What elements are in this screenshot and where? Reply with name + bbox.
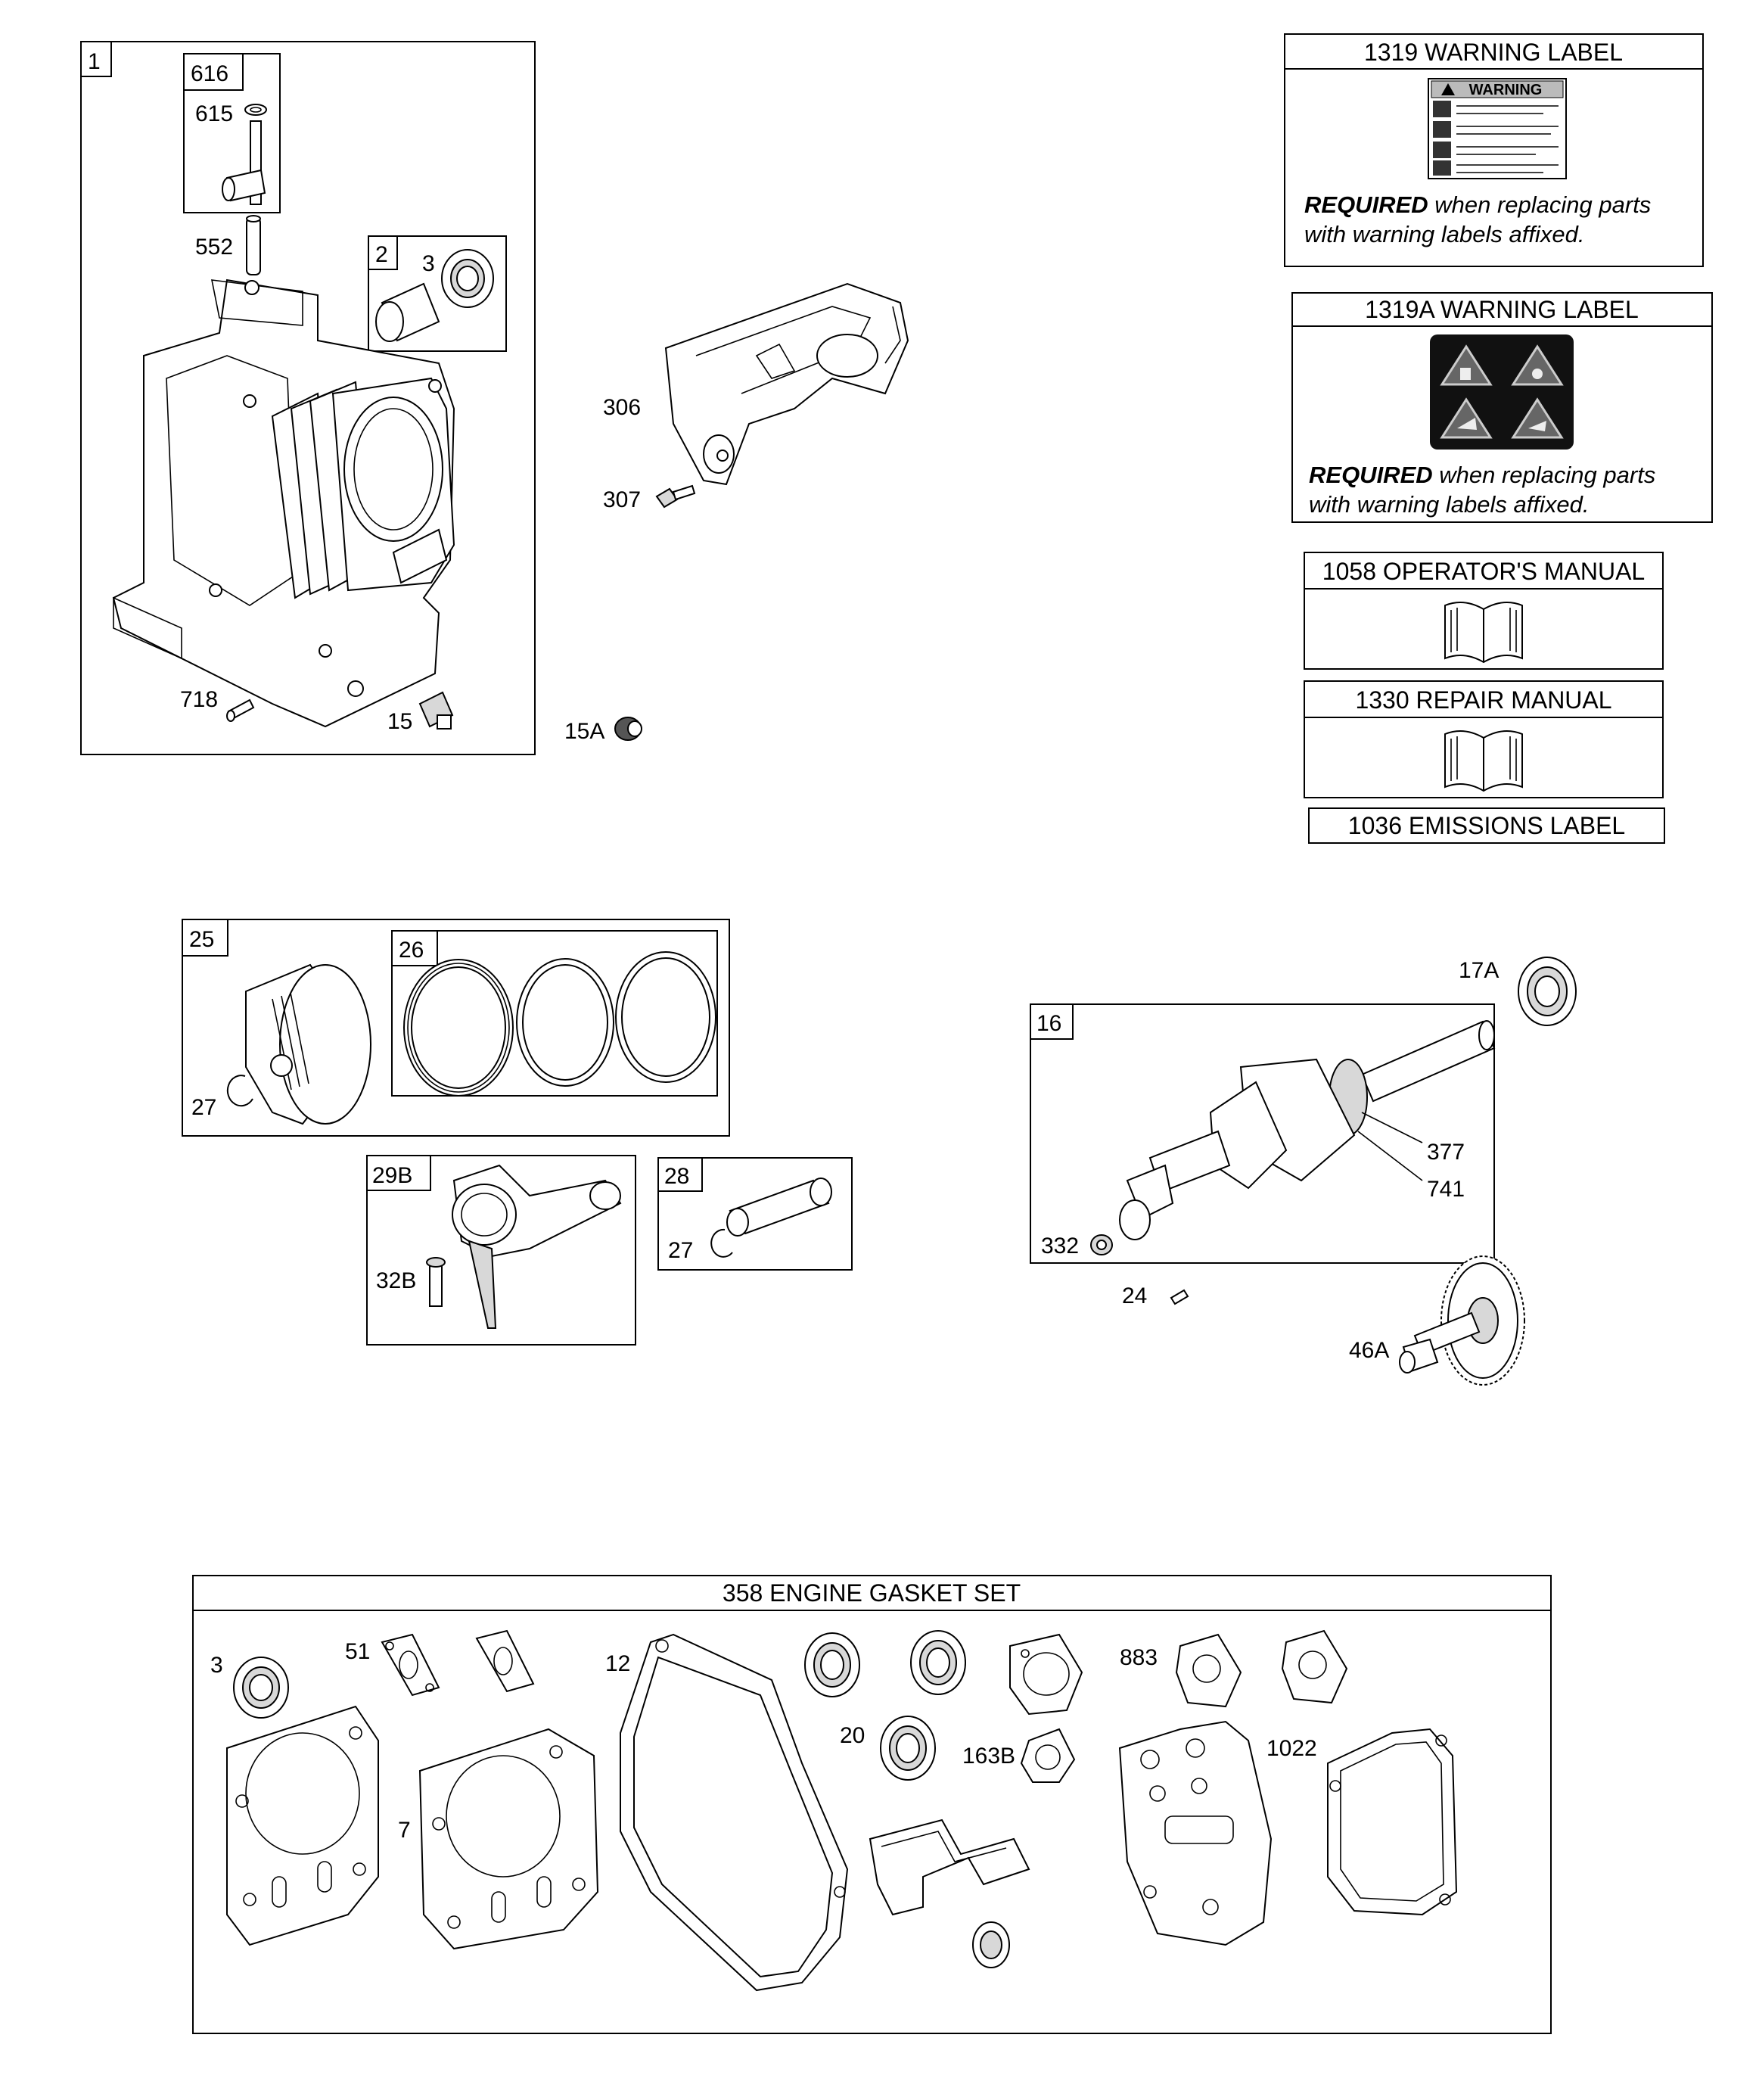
gasket-label-1022: 1022 <box>1266 1736 1317 1761</box>
valve-cover-gasket-part <box>1118 1720 1273 1946</box>
gasket-label-883: 883 <box>1120 1645 1158 1670</box>
label-332: 332 <box>1041 1234 1079 1258</box>
box-number-25: 25 <box>189 927 214 952</box>
box-28-piston-pin: 28 27 <box>657 1157 853 1271</box>
breather-tube-part <box>222 120 266 205</box>
label-307: 307 <box>603 487 641 512</box>
panel-1319a-title: 1319A WARNING LABEL <box>1365 296 1639 323</box>
connecting-rod-part <box>452 1164 622 1329</box>
gasket-label-20: 20 <box>840 1723 865 1748</box>
panel-1036-title: 1036 EMISSIONS LABEL <box>1348 812 1625 839</box>
label-15: 15 <box>387 709 412 734</box>
box-25-piston: 25 27 26 <box>182 919 730 1137</box>
panel-1330-title: 1330 REPAIR MANUAL <box>1355 686 1611 714</box>
leader-741 <box>1357 1131 1423 1181</box>
gasket-label-51: 51 <box>345 1639 370 1664</box>
book-icon <box>1444 730 1523 792</box>
oil-seal-part <box>804 1630 966 1697</box>
panel-1319-required-line2: with warning labels affixed. <box>1304 221 1584 247</box>
piston-rings-part <box>403 951 716 1097</box>
label-306: 306 <box>603 395 641 420</box>
gasket-set-358: 358 ENGINE GASKET SET 3 51 <box>192 1575 1552 2034</box>
warning-decal-image: WARNING <box>1428 78 1567 179</box>
panel-1058-title: 1058 OPERATOR'S MANUAL <box>1322 558 1645 585</box>
box-number-1: 1 <box>88 49 101 74</box>
cylinder-block-part <box>112 278 455 728</box>
box-1-engine-block: 1 616 615 552 2 3 <box>80 41 536 755</box>
panel-1319-title: 1319 WARNING LABEL <box>1364 39 1623 66</box>
label-718: 718 <box>180 687 218 712</box>
label-741: 741 <box>1427 1177 1465 1202</box>
drain-plug-15-part <box>418 691 454 730</box>
panel-1319a-required-line2: with warning labels affixed. <box>1309 491 1589 518</box>
small-seal-part <box>972 1921 1010 1968</box>
box-29b-connecting-rod: 29B 32B <box>366 1155 636 1346</box>
bushing-part <box>375 282 440 342</box>
oil-seal-20-part <box>880 1716 936 1781</box>
label-3-oil-seal: 3 <box>422 251 435 276</box>
label-32b: 32B <box>376 1268 416 1293</box>
retaining-clip-part <box>226 1075 253 1107</box>
label-46a: 46A <box>1349 1338 1389 1363</box>
label-615: 615 <box>195 101 233 126</box>
panel-1319-required-line1: REQUIRED when replacing parts <box>1304 191 1651 218</box>
camshaft-46a-part <box>1399 1255 1525 1386</box>
exhaust-gasket-883-part <box>1175 1629 1348 1708</box>
piston-part <box>245 963 371 1125</box>
screw-307-part <box>655 484 696 509</box>
gasket-label-12: 12 <box>605 1651 630 1676</box>
panel-1319a-warning-label: 1319A WARNING LABEL REQUIRED when replac… <box>1291 292 1713 523</box>
tube-gasket-part <box>869 1818 1030 1916</box>
box-16-crankshaft: 16 377 741 332 <box>1030 1003 1496 1264</box>
gasket-set-title: 358 ENGINE GASKET SET <box>723 1579 1021 1607</box>
head-gasket-7-part <box>418 1728 599 1950</box>
gasket-1022-part <box>1327 1728 1458 1916</box>
label-27-upper: 27 <box>191 1095 216 1120</box>
leader-377 <box>1361 1112 1423 1143</box>
panel-1319-warning-label: 1319 WARNING LABEL WARNING REQUIRED when… <box>1284 33 1704 267</box>
crankshaft-part <box>1119 1020 1496 1240</box>
box-number-29b: 29B <box>372 1163 412 1188</box>
box-number-28: 28 <box>664 1164 689 1189</box>
retaining-clip-part <box>710 1228 733 1258</box>
intake-gasket-51-part <box>381 1629 535 1697</box>
label-27-lower: 27 <box>668 1238 693 1263</box>
label-24: 24 <box>1122 1283 1147 1308</box>
panel-1036-emissions-label: 1036 EMISSIONS LABEL <box>1308 807 1665 844</box>
panel-1058-operators-manual: 1058 OPERATOR'S MANUAL <box>1304 552 1664 670</box>
book-icon <box>1444 602 1523 664</box>
panel-1330-repair-manual: 1330 REPAIR MANUAL <box>1304 680 1664 798</box>
gasket-label-163b: 163B <box>962 1744 1015 1769</box>
breather-gasket-part <box>1009 1633 1083 1716</box>
valve-seal-part <box>244 104 267 116</box>
gasket-163b-part <box>1020 1728 1076 1783</box>
box-number-16: 16 <box>1036 1011 1061 1036</box>
oil-seal-part <box>233 1657 289 1719</box>
rod-bolt-32b-part <box>426 1257 446 1307</box>
cylinder-shield-306-part <box>664 282 909 486</box>
gasket-label-3: 3 <box>210 1653 223 1678</box>
label-15a: 15A <box>564 719 604 744</box>
nut-332-part <box>1090 1234 1113 1255</box>
head-gasket-part <box>226 1705 379 1946</box>
dowel-pin-718-part <box>226 698 255 722</box>
oil-seal-part <box>441 249 494 308</box>
label-17a: 17A <box>1459 958 1499 983</box>
warning-decal-badge: WARNING <box>1469 82 1543 98</box>
box-number-26: 26 <box>399 938 424 963</box>
bearing-17a-part <box>1518 957 1577 1026</box>
piston-pin-part <box>726 1178 832 1237</box>
panel-1319a-required-line1: REQUIRED when replacing parts <box>1309 462 1655 488</box>
label-552: 552 <box>195 235 233 260</box>
plug-15a-part <box>614 717 642 741</box>
box-number-616: 616 <box>191 61 228 86</box>
guide-tube-552-part <box>246 215 261 275</box>
key-24-part <box>1170 1289 1189 1305</box>
crankcase-gasket-12-part <box>620 1633 849 1992</box>
warning-pictogram-decal <box>1430 334 1574 450</box>
box-number-2: 2 <box>375 242 388 267</box>
label-377: 377 <box>1427 1140 1465 1165</box>
gasket-label-7: 7 <box>398 1818 411 1843</box>
